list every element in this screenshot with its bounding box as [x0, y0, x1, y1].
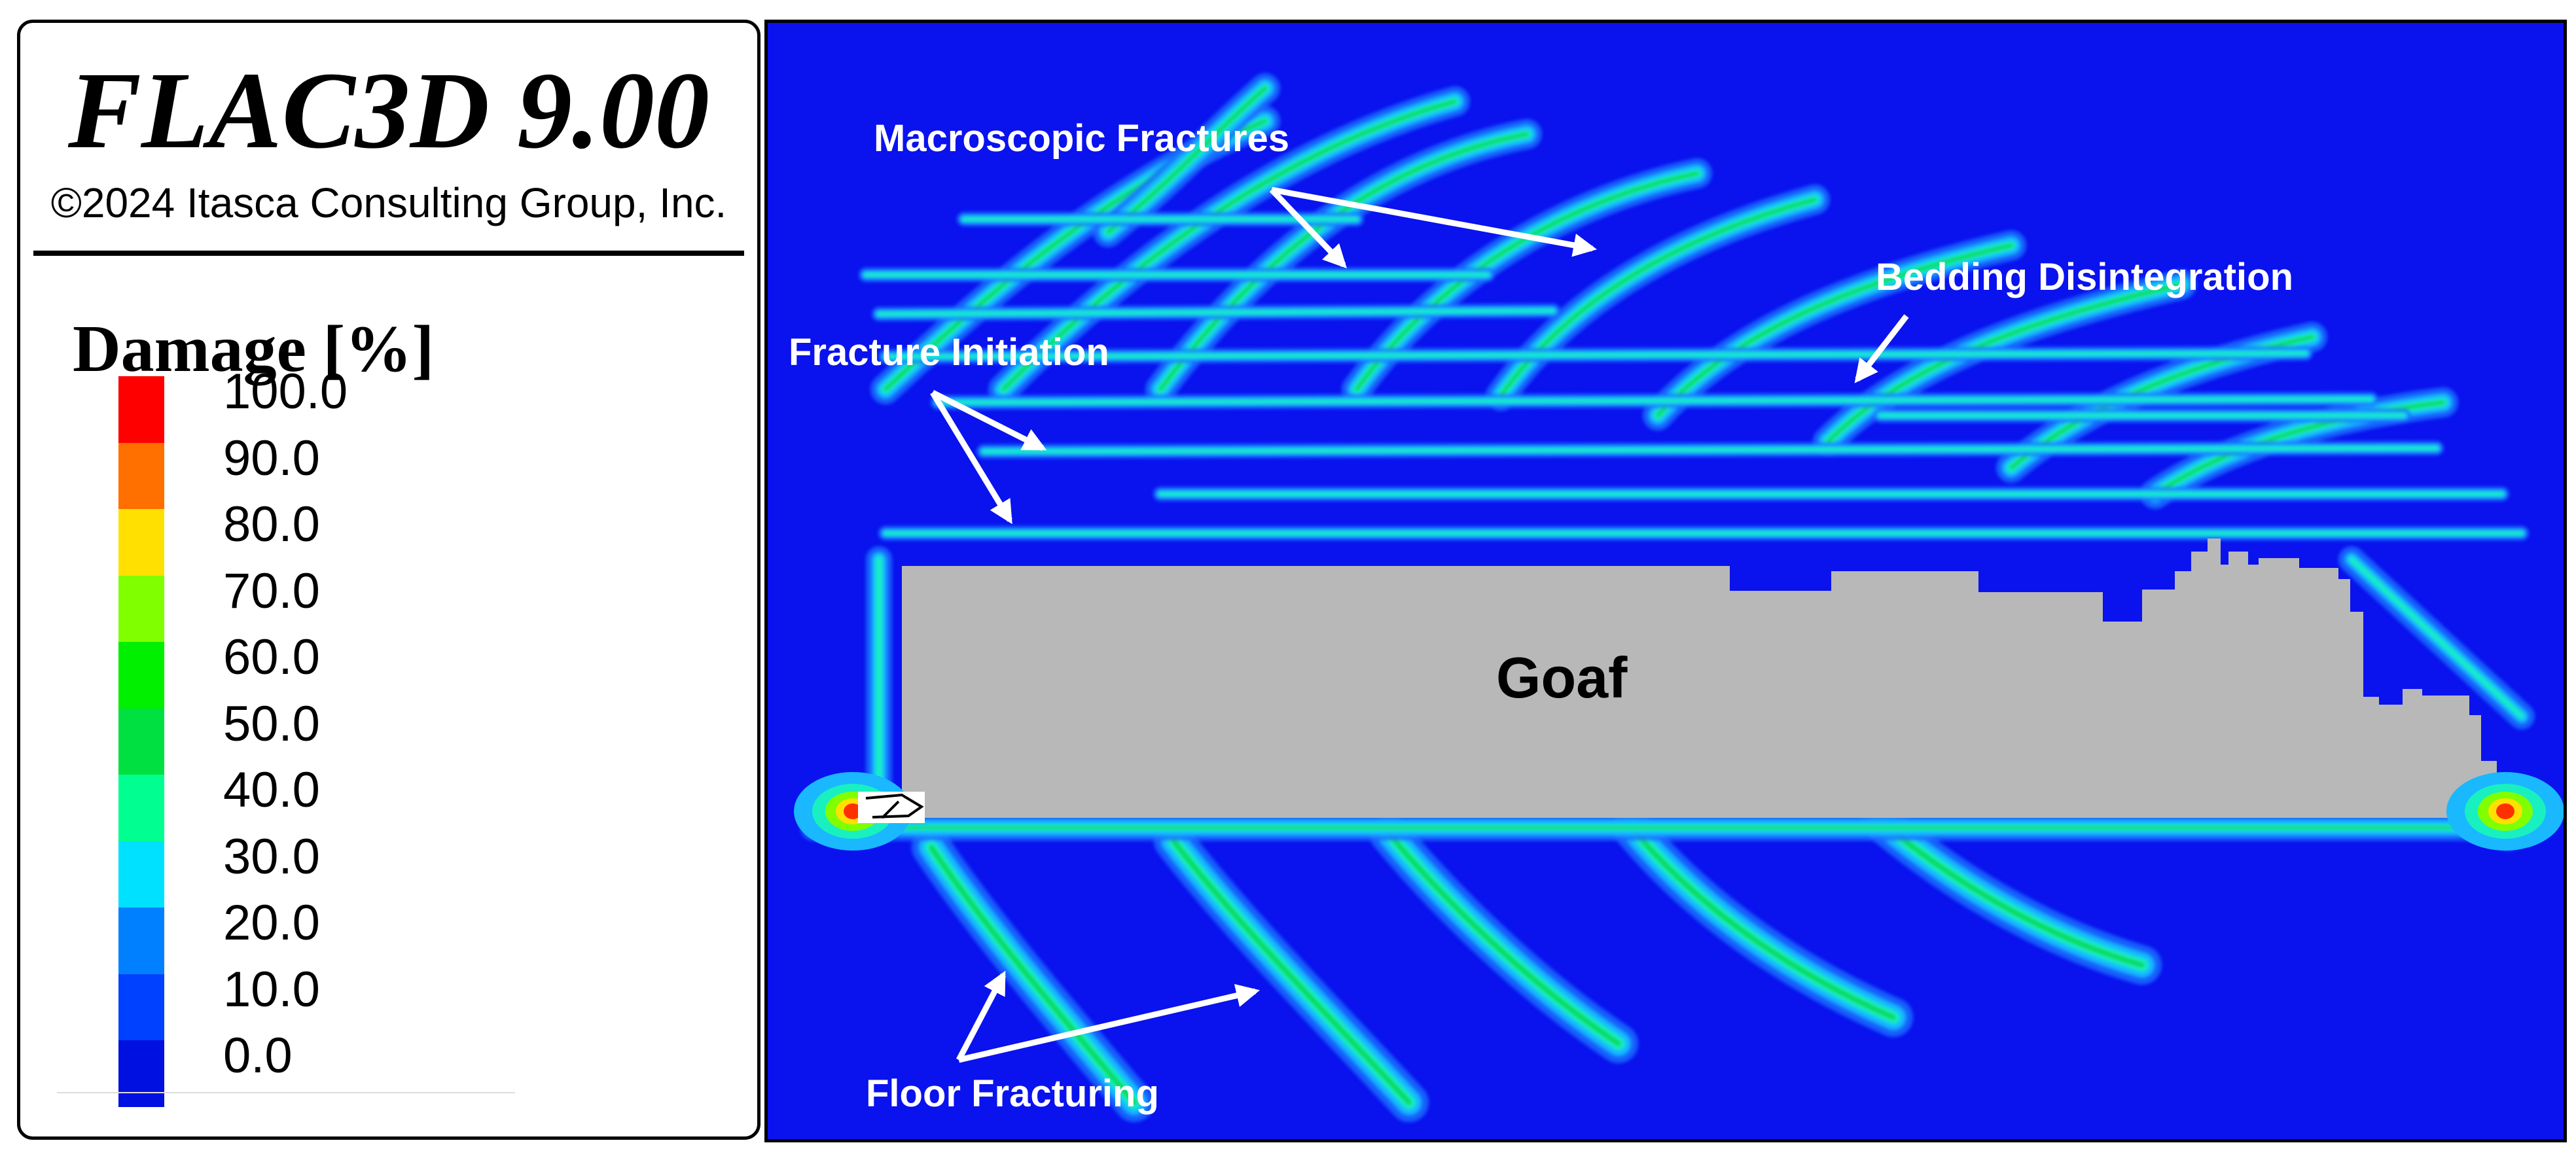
- arrow-initiation-1: [931, 389, 1047, 451]
- roof-fracture-band: [1813, 270, 2196, 457]
- goaf-region: [902, 538, 2497, 818]
- goaf-label: Goaf: [1496, 645, 1628, 710]
- colorbar-swatch: [118, 442, 164, 509]
- label-fracture-initiation: Fracture Initiation: [789, 331, 1109, 374]
- arrow-initiation-2: [930, 391, 1012, 525]
- damage-colorbar: [118, 376, 164, 1107]
- app-title: FLAC3D 9.00: [67, 50, 710, 171]
- model-view: Goaf Macroscopic Fractures Bedding Disin…: [764, 20, 2567, 1142]
- bedding-band: [878, 346, 2313, 364]
- floor-fracture-band: [1612, 808, 1913, 1037]
- label-floor-fracturing: Floor Fracturing: [866, 1072, 1159, 1115]
- colorbar-swatch: [118, 376, 164, 443]
- colorbar-swatch: [118, 708, 164, 775]
- colorbar-swatch: [118, 907, 164, 974]
- left-corner-hotspot: [794, 772, 912, 851]
- fracture-bands: [800, 73, 2535, 1122]
- arrow-floor-2: [957, 983, 1261, 1063]
- copyright-text: ©2024 Itasca Consulting Group, Inc.: [50, 179, 727, 226]
- damage-contour-plot: [768, 23, 2564, 1139]
- colorbar-swatch: [118, 841, 164, 907]
- colorbar-tick-label: 20.0: [223, 895, 320, 951]
- goaf-polygon: [902, 538, 2497, 818]
- colorbar-tick-label: 90.0: [223, 430, 320, 486]
- legend-baseline: [57, 1092, 515, 1093]
- arrow-floor-1: [956, 970, 1006, 1062]
- arrow-macroscopic-1: [1269, 187, 1347, 269]
- right-corner-hotspot: [2446, 772, 2564, 851]
- bedding-band: [931, 392, 2378, 410]
- legend-panel: FLAC3D 9.00 ©2024 Itasca Consulting Grou…: [17, 20, 760, 1140]
- title-divider: [33, 251, 744, 256]
- floor-fracture-band: [1370, 815, 1638, 1063]
- floor-fracture-band: [1861, 801, 2162, 985]
- arrow-bedding: [1854, 314, 1909, 383]
- colorbar-tick-label: 60.0: [223, 629, 320, 685]
- colorbar-tick-label: 40.0: [223, 762, 320, 818]
- colorbar-swatch: [118, 775, 164, 841]
- bedding-band: [872, 304, 1560, 321]
- floor-fracture-band: [912, 828, 1154, 1122]
- roof-fracture-band: [1093, 73, 1280, 247]
- colorbar-tick-label: 50.0: [223, 695, 320, 752]
- colorbar-swatch: [118, 974, 164, 1040]
- colorbar-tick-label: 70.0: [223, 563, 320, 619]
- roadway-support-sketch: [858, 792, 925, 823]
- colorbar-tick-label: 80.0: [223, 497, 320, 552]
- arrow-macroscopic-2: [1271, 186, 1598, 257]
- colorbar-swatch: [118, 509, 164, 576]
- right-roof-damage: [2338, 546, 2535, 730]
- colorbar-tick-label: 0.0: [223, 1028, 293, 1083]
- colorbar-swatch: [118, 1040, 164, 1107]
- bedding-band: [976, 441, 2444, 459]
- label-macroscopic-fractures: Macroscopic Fractures: [874, 117, 1290, 160]
- roof-fracture-band: [1643, 230, 2026, 431]
- colorbar-tick-label: 30.0: [223, 828, 320, 885]
- colorbar-swatch: [118, 575, 164, 642]
- label-bedding-disintegration: Bedding Disintegration: [1876, 256, 2293, 298]
- legend-title: Damage [%]: [73, 312, 435, 386]
- roof-fracture-band: [1145, 119, 1542, 404]
- floor-fracture-band: [1154, 821, 1429, 1122]
- colorbar-swatch: [118, 642, 164, 709]
- colorbar-tick-label: 10.0: [223, 961, 320, 1017]
- colorbar-tick-label: 100.0: [223, 364, 348, 419]
